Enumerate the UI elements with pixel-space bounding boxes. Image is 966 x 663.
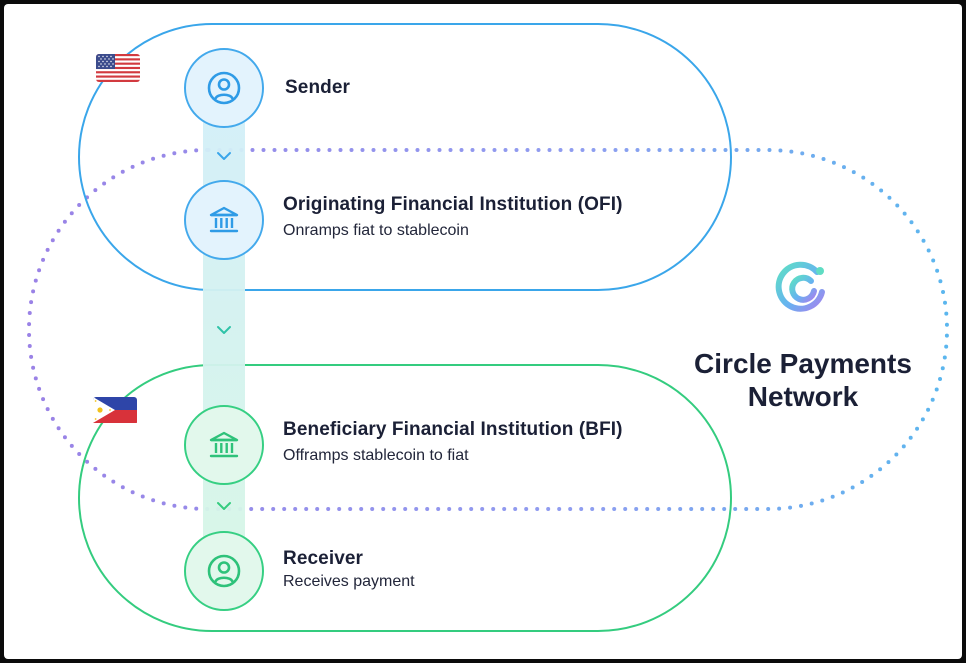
ofi-subtitle: Onramps fiat to stablecoin <box>283 222 469 239</box>
circle-payments-network-brand: Circle Payments Network <box>690 259 916 413</box>
bfi-node <box>184 405 264 485</box>
chevron-down-icon <box>217 326 231 334</box>
bfi-label: Beneficiary Financial Institution (BFI) … <box>283 419 623 465</box>
sender-node <box>184 48 264 128</box>
receiver-title: Receiver <box>283 548 364 569</box>
receiver-subtitle: Receives payment <box>283 573 415 590</box>
philippines-flag <box>93 397 137 425</box>
sender-label: Sender <box>285 77 350 99</box>
bfi-subtitle: Offramps stablecoin to fiat <box>283 447 469 464</box>
bank-icon <box>209 431 239 458</box>
user-circle-icon <box>207 554 241 588</box>
receiver-node <box>184 531 264 611</box>
brand-name-line1: Circle Payments <box>694 348 912 379</box>
bfi-title: Beneficiary Financial Institution (BFI) <box>283 419 623 440</box>
diagram-background <box>27 23 949 632</box>
chevron-down-icon <box>217 152 231 160</box>
flow-track <box>203 84 245 574</box>
receiver-region <box>78 364 732 632</box>
ofi-title: Originating Financial Institution (OFI) <box>283 194 623 215</box>
chevron-down-icon <box>217 502 231 510</box>
ofi-label: Originating Financial Institution (OFI) … <box>283 194 623 240</box>
user-circle-icon <box>207 71 241 105</box>
circle-logo-icon <box>775 261 825 312</box>
sender-title: Sender <box>285 77 351 98</box>
brand-name: Circle Payments Network <box>690 347 916 413</box>
united-states-flag <box>96 54 140 82</box>
brand-name-line2: Network <box>747 381 859 412</box>
bank-icon <box>209 206 239 233</box>
diagram-canvas: Sender Originating Financial Institution… <box>4 4 962 659</box>
sender-region <box>78 23 732 291</box>
receiver-label: Receiver Receives payment <box>283 548 415 591</box>
ofi-node <box>184 180 264 260</box>
